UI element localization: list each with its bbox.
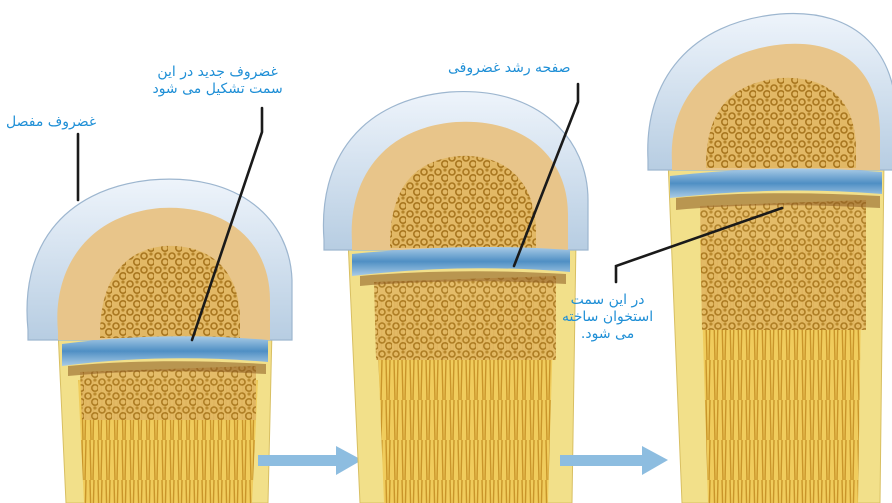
label-growth-plate-text: صفحه رشد غضروفی bbox=[448, 60, 571, 77]
bone-stage-1 bbox=[27, 179, 292, 503]
label-articular-cartilage-text: غضروف مفصل bbox=[6, 114, 96, 131]
label-growth-plate: صفحه رشد غضروفی bbox=[448, 60, 571, 77]
spongy-bone-lower bbox=[700, 200, 866, 330]
spongy-bone-lower bbox=[80, 366, 256, 420]
label-bone-formation-line-3: می شود. bbox=[562, 326, 653, 343]
label-bone-formation-line-1: در این سمت bbox=[562, 292, 653, 309]
arrow-2 bbox=[560, 446, 668, 475]
bone-stage-2 bbox=[323, 92, 588, 503]
label-new-cartilage-line-2: سمت تشکیل می شود bbox=[152, 81, 282, 98]
bone-stage-3 bbox=[648, 13, 892, 503]
label-bone-formation: در این سمت استخوان ساخته می شود. bbox=[562, 292, 653, 343]
label-articular-cartilage: غضروف مفصل bbox=[6, 114, 96, 131]
spongy-bone-lower bbox=[374, 276, 556, 360]
arrow-1 bbox=[258, 446, 362, 475]
label-new-cartilage: غضروف جدید در این سمت تشکیل می شود bbox=[152, 64, 282, 98]
label-bone-formation-line-2: استخوان ساخته bbox=[562, 309, 653, 326]
label-new-cartilage-line-1: غضروف جدید در این bbox=[152, 64, 282, 81]
